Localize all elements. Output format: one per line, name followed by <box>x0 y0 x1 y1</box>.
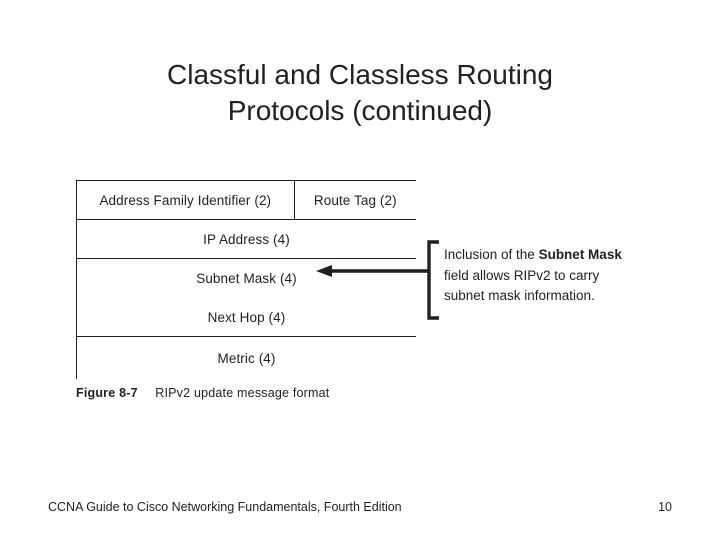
table-row: Metric (4) <box>77 337 416 379</box>
field-metric: Metric (4) <box>217 350 276 366</box>
page-title: Classful and Classless Routing Protocols… <box>60 57 660 129</box>
field-next-hop: Next Hop (4) <box>207 309 286 325</box>
table-row: Subnet Mask (4) <box>77 259 416 298</box>
slide-footer: CCNA Guide to Cisco Networking Fundament… <box>48 500 672 514</box>
callout-line-1: Inclusion of the Subnet Mask <box>444 247 622 262</box>
figure-caption: Figure 8-7 RIPv2 update message format <box>76 386 329 400</box>
field-ip-address: IP Address (4) <box>203 231 290 247</box>
figure-caption-label: Figure 8-7 <box>76 386 138 400</box>
footer-book-title: CCNA Guide to Cisco Networking Fundament… <box>48 500 402 514</box>
field-route-tag: Route Tag (2) <box>313 192 397 208</box>
packet-format-table: Address Family Identifier (2) Route Tag … <box>76 180 416 379</box>
field-subnet-mask: Subnet Mask (4) <box>196 271 297 286</box>
page-title-line-1: Classful and Classless Routing <box>167 58 553 90</box>
callout-bracket-icon <box>427 240 439 320</box>
callout-line-2: field allows RIPv2 to carry <box>444 267 600 283</box>
figure-caption-text: RIPv2 update message format <box>155 386 330 400</box>
table-row: IP Address (4) <box>77 220 416 259</box>
page-title-line-2: Protocols (continued) <box>227 94 493 126</box>
table-row: Address Family Identifier (2) Route Tag … <box>77 181 416 220</box>
footer-page-number: 10 <box>658 500 672 514</box>
callout-annotation: Inclusion of the Subnet Mask field allow… <box>444 245 672 307</box>
callout-line-3: subnet mask information. <box>444 288 595 303</box>
table-row: Next Hop (4) <box>77 298 416 337</box>
field-address-family-identifier: Address Family Identifier (2) <box>77 181 295 219</box>
